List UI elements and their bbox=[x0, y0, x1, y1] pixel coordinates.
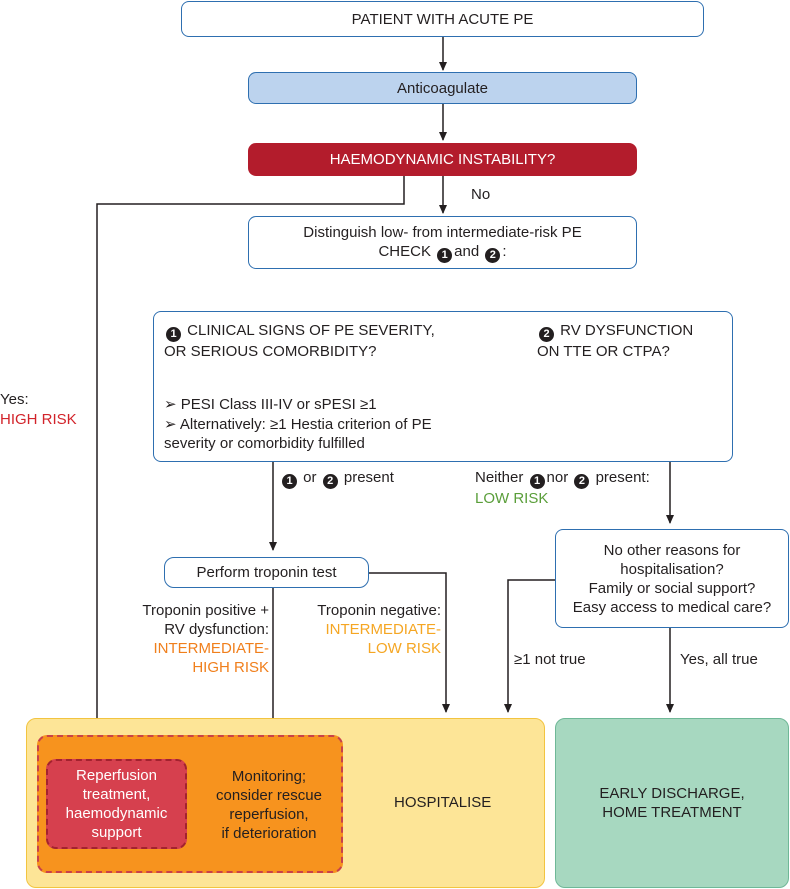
distinguish-colon: : bbox=[502, 242, 507, 260]
instability-label: HAEMODYNAMIC INSTABILITY? bbox=[329, 151, 556, 168]
check1-title-line1: CLINICAL SIGNS OF PE SEVERITY, bbox=[187, 322, 435, 339]
check1-title-line2: OR SERIOUS COMORBIDITY? bbox=[164, 343, 377, 360]
check1-item2-line2: severity or comorbidity fulfilled bbox=[164, 435, 365, 452]
check1-item2: ➢ Alternatively: ≥1 Hestia criterion of … bbox=[164, 415, 432, 453]
marker-one-icon: 1 bbox=[166, 327, 181, 342]
anticoagulate-label: Anticoagulate bbox=[397, 79, 488, 97]
arrow-high-risk bbox=[93, 176, 405, 759]
check1-item1-text: PESI Class III-IV or sPESI ≥1 bbox=[180, 396, 377, 413]
yes-label: Yes: bbox=[0, 391, 29, 408]
trop-pos-line2: RV dysfunction: bbox=[164, 621, 269, 638]
trop-negative-label: Troponin negative: INTERMEDIATE- LOW RIS… bbox=[317, 601, 441, 658]
distinguish-check-word: CHECK bbox=[378, 242, 431, 260]
marker-one-icon: 1 bbox=[529, 474, 545, 489]
neither-present: present: bbox=[595, 469, 650, 486]
marker-two-icon: 2 bbox=[322, 474, 338, 489]
arrow-not-true bbox=[504, 579, 555, 713]
discharge-question-box: No other reasons for hospitalisation? Fa… bbox=[555, 529, 789, 628]
troponin-label: Perform troponin test bbox=[196, 564, 337, 581]
start-box: PATIENT WITH ACUTE PE bbox=[181, 1, 704, 37]
all-true-label: Yes, all true bbox=[680, 651, 758, 668]
marker-two-icon: 2 bbox=[574, 474, 590, 489]
check1-title: 1 CLINICAL SIGNS OF PE SEVERITY, OR SERI… bbox=[164, 321, 435, 361]
discharge-line1: EARLY DISCHARGE, bbox=[599, 785, 745, 802]
int-high-line1: INTERMEDIATE- bbox=[153, 640, 269, 657]
monitoring-line2: consider rescue bbox=[216, 787, 322, 804]
distinguish-and-word: and bbox=[454, 242, 480, 260]
marker-one-icon: 1 bbox=[282, 474, 297, 489]
not-true-label: ≥1 not true bbox=[514, 651, 586, 668]
int-high-line2: HIGH RISK bbox=[192, 659, 269, 676]
discharge-q-line2: hospitalisation? bbox=[620, 560, 724, 578]
hospitalise-label: HOSPITALISE bbox=[394, 794, 492, 811]
instability-box: HAEMODYNAMIC INSTABILITY? bbox=[248, 143, 637, 176]
check2-title-line2: ON TTE OR CTPA? bbox=[537, 343, 670, 360]
trop-neg-line1: Troponin negative: bbox=[317, 602, 441, 619]
discharge-box: EARLY DISCHARGE, HOME TREATMENT bbox=[555, 718, 789, 888]
monitoring-text: Monitoring; consider rescue reperfusion,… bbox=[209, 767, 329, 843]
arrow-trop-negative bbox=[369, 572, 450, 713]
low-risk-label: LOW RISK bbox=[475, 490, 549, 507]
int-low-line1: INTERMEDIATE- bbox=[325, 621, 441, 638]
monitoring-line3: reperfusion, bbox=[229, 806, 309, 823]
check1-item2-line1: Alternatively: ≥1 Hestia criterion of PE bbox=[179, 416, 432, 433]
marker-two-icon: 2 bbox=[485, 247, 501, 263]
monitoring-line1: Monitoring; bbox=[231, 768, 307, 785]
troponin-box: Perform troponin test bbox=[164, 557, 369, 588]
discharge-q-line3: Family or social support? bbox=[588, 579, 756, 597]
discharge-line2: HOME TREATMENT bbox=[602, 804, 742, 821]
reperfusion-line4: support bbox=[91, 824, 142, 841]
check-criteria-box: 1 CLINICAL SIGNS OF PE SEVERITY, OR SERI… bbox=[153, 311, 733, 462]
present-label: 1 or 2 present bbox=[280, 468, 394, 489]
monitoring-line4: if deterioration bbox=[221, 825, 317, 842]
no-label: No bbox=[471, 186, 491, 203]
check2-title-line1: RV DYSFUNCTION bbox=[560, 322, 694, 339]
trop-positive-label: Troponin positive + RV dysfunction: INTE… bbox=[142, 601, 269, 677]
marker-one-icon: 1 bbox=[437, 247, 453, 263]
reperfusion-line3: haemodynamic bbox=[65, 805, 168, 822]
high-risk-label: HIGH RISK bbox=[0, 411, 77, 428]
present-or: or bbox=[303, 469, 317, 486]
distinguish-line1: Distinguish low- from intermediate-risk … bbox=[303, 223, 582, 241]
start-label: PATIENT WITH ACUTE PE bbox=[351, 10, 534, 28]
anticoagulate-box: Anticoagulate bbox=[248, 72, 637, 104]
arrowhead-bullet-icon: ➢ bbox=[164, 416, 177, 433]
reperfusion-line2: treatment, bbox=[82, 786, 151, 803]
discharge-q-line1: No other reasons for bbox=[603, 541, 741, 559]
reperfusion-line1: Reperfusion bbox=[76, 767, 157, 784]
distinguish-box: Distinguish low- from intermediate-risk … bbox=[248, 216, 637, 269]
neither-nor: nor bbox=[546, 469, 569, 486]
present-word: present bbox=[343, 469, 394, 486]
check1-item1: ➢ PESI Class III-IV or sPESI ≥1 bbox=[164, 395, 377, 414]
int-low-line2: LOW RISK bbox=[367, 640, 441, 657]
arrowhead-bullet-icon: ➢ bbox=[164, 396, 177, 413]
check2-title: 2 RV DYSFUNCTION ON TTE OR CTPA? bbox=[537, 321, 693, 361]
reperfusion-box: Reperfusion treatment, haemodynamic supp… bbox=[46, 759, 187, 849]
discharge-q-line4: Easy access to medical care? bbox=[572, 598, 772, 616]
marker-two-icon: 2 bbox=[539, 327, 554, 342]
neither-word: Neither bbox=[475, 469, 524, 486]
trop-pos-line1: Troponin positive + bbox=[142, 602, 269, 619]
